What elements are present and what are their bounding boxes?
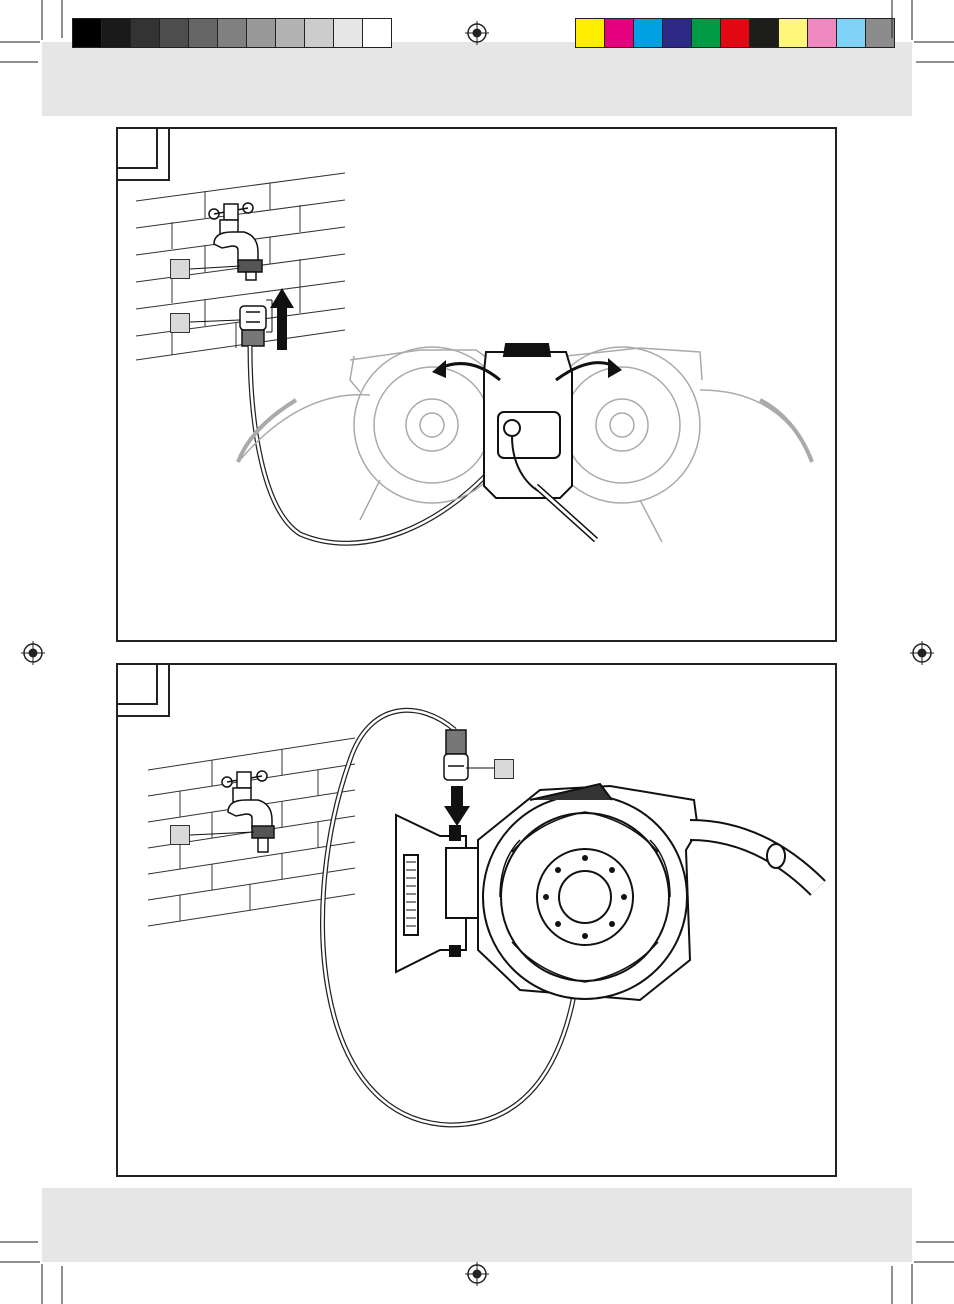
- grayscale-swatch-4: [159, 19, 188, 47]
- ghost-reel-right: [543, 346, 814, 543]
- hose-guide-clip: [766, 843, 786, 869]
- grayscale-swatch-3: [130, 19, 159, 47]
- reel-side-view: [477, 782, 700, 1002]
- top-print-band: [42, 42, 912, 116]
- registration-mark-right: [910, 641, 934, 665]
- process-swatch-5: [691, 19, 720, 47]
- faucet-1: [208, 202, 263, 281]
- figure-2-number-box: [116, 663, 158, 705]
- grayscale-swatch-5: [188, 19, 217, 47]
- grayscale-swatch-6: [217, 19, 246, 47]
- process-swatch-7: [749, 19, 778, 47]
- process-swatch-4: [662, 19, 691, 47]
- figure-2-panel: [116, 663, 837, 1177]
- arrow-down-icon: [444, 786, 470, 826]
- reel-ribs: [499, 811, 671, 983]
- reel-bolts: [543, 855, 627, 939]
- hose-connector-1: [239, 305, 267, 347]
- process-swatch-11: [865, 19, 894, 47]
- grayscale-swatch-8: [275, 19, 304, 47]
- registration-mark-top: [465, 21, 489, 45]
- grayscale-swatch-2: [101, 19, 130, 47]
- process-swatch-6: [720, 19, 749, 47]
- process-swatch-9: [807, 19, 836, 47]
- reel-front-view: [483, 343, 599, 543]
- hose-connector-2: [443, 729, 469, 781]
- grayscale-swatch-1: [73, 19, 101, 47]
- bottom-print-band: [42, 1188, 912, 1262]
- arrow-up-icon: [270, 288, 294, 350]
- process-swatch-1: [576, 19, 604, 47]
- registration-mark-left: [21, 641, 45, 665]
- registration-mark-bottom: [465, 1262, 489, 1286]
- process-color-bar: [575, 18, 895, 48]
- callout-2b: [494, 759, 514, 779]
- process-swatch-8: [778, 19, 807, 47]
- process-swatch-10: [836, 19, 865, 47]
- grayscale-swatch-11: [362, 19, 391, 47]
- wall-bracket: [395, 813, 479, 974]
- grayscale-color-bar: [72, 18, 392, 48]
- faucet-2: [221, 770, 275, 853]
- grayscale-swatch-9: [304, 19, 333, 47]
- grayscale-swatch-7: [246, 19, 275, 47]
- callout-1a: [170, 259, 190, 279]
- figure-1-number-box: [116, 127, 158, 169]
- grayscale-swatch-10: [333, 19, 362, 47]
- bracket-slots: [406, 861, 416, 927]
- callout-1b: [170, 313, 190, 333]
- process-swatch-3: [633, 19, 662, 47]
- process-swatch-2: [604, 19, 633, 47]
- callout-2a: [170, 825, 190, 845]
